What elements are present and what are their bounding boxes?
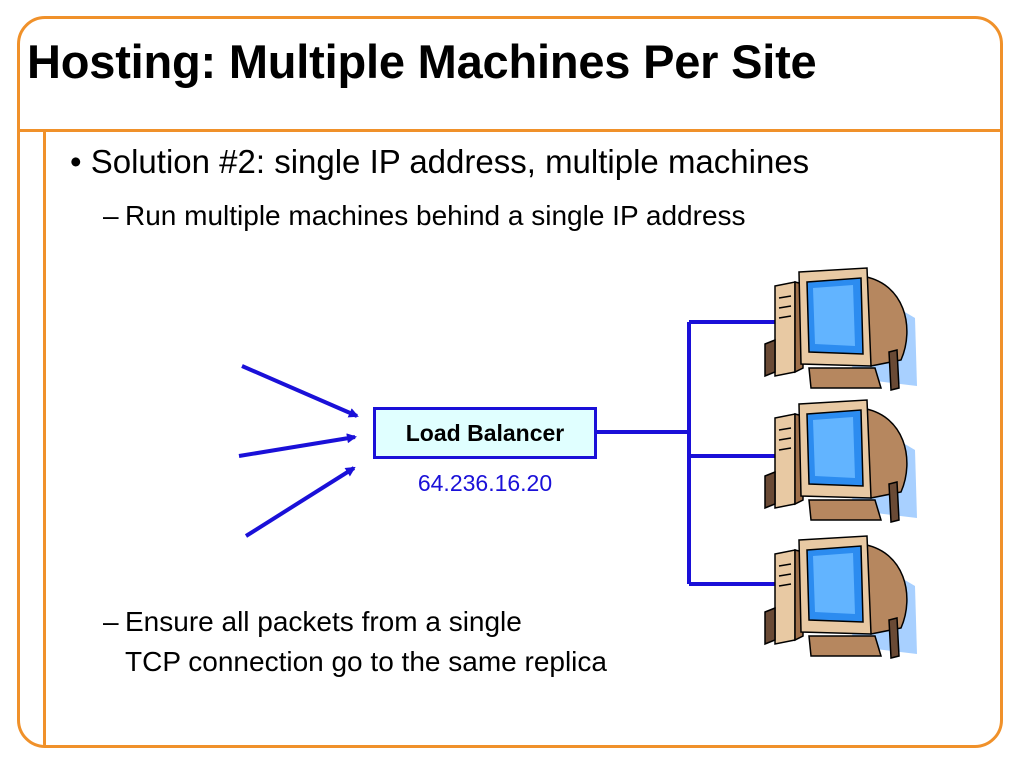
title-divider — [20, 129, 1000, 132]
replica-computer-icon — [764, 399, 918, 523]
sub-bullet-line-2: TCP connection go to the same replica — [125, 646, 607, 677]
load-balancer-label: Load Balancer — [405, 419, 565, 446]
main-bullet: • Solution #2: single IP address, multip… — [70, 143, 810, 180]
slide-frame — [17, 16, 1003, 748]
incoming-arrow — [241, 364, 359, 418]
slide-title: Hosting: Multiple Machines Per Site — [27, 35, 817, 88]
sub-bullet-text: Run multiple machines behind a single IP… — [125, 200, 746, 231]
left-rule — [43, 129, 46, 745]
load-balancer-box: Load Balancer — [373, 407, 597, 459]
replica-computer-icon — [764, 535, 918, 659]
incoming-arrow — [238, 433, 357, 458]
ip-address-label: 64.236.16.20 — [417, 470, 553, 496]
dash-glyph: – — [103, 606, 119, 637]
replica-computer-icon — [764, 267, 918, 391]
sub-bullet-line-1: Ensure all packets from a single — [125, 606, 522, 637]
dash-glyph: – — [103, 200, 119, 231]
sub-bullet-run-machines: –Run multiple machines behind a single I… — [103, 196, 746, 236]
incoming-arrow — [244, 466, 356, 538]
